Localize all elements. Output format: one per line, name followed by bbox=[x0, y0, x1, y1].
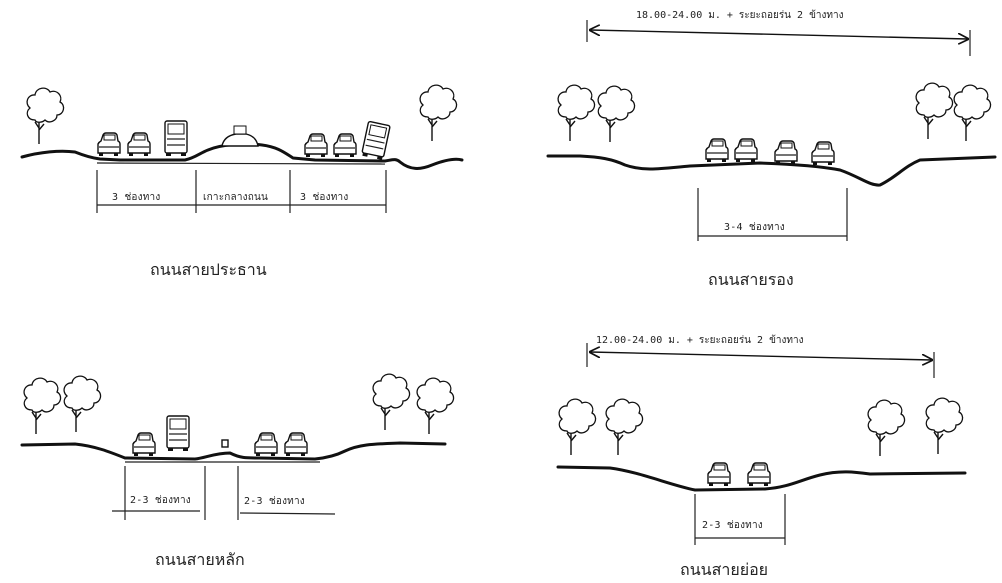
lane-label-local: 2-3 ช่องทาง bbox=[702, 520, 763, 531]
lane-label-main-left: 2-3 ช่องทาง bbox=[130, 495, 191, 506]
section-bottom-right bbox=[556, 343, 967, 545]
lane-label-main-right: 2-3 ช่องทาง bbox=[244, 496, 305, 507]
caption-bottom-right: ถนนสายย่อย bbox=[680, 560, 769, 579]
lane-label-right: 3 ช่องทาง bbox=[300, 192, 349, 203]
median-label: เกาะกลางถนน bbox=[203, 192, 269, 203]
section-bottom-left bbox=[20, 373, 455, 520]
caption-top-left: ถนนสายประธาน bbox=[150, 260, 267, 279]
dimension-label-bottom: 12.00-24.00 ม. + ระยะถอยร่น 2 ข้างทาง bbox=[596, 335, 804, 346]
lane-label-left: 3 ช่องทาง bbox=[112, 192, 161, 203]
lane-label-secondary: 3-4 ช่องทาง bbox=[724, 222, 785, 233]
caption-top-right: ถนนสายรอง bbox=[708, 270, 794, 289]
section-top-right bbox=[546, 20, 997, 241]
section-top-left bbox=[20, 84, 464, 213]
caption-bottom-left: ถนนสายหลัก bbox=[155, 550, 245, 569]
dimension-label-top: 18.00-24.00 ม. + ระยะถอยร่น 2 ข้างทาง bbox=[636, 10, 844, 21]
